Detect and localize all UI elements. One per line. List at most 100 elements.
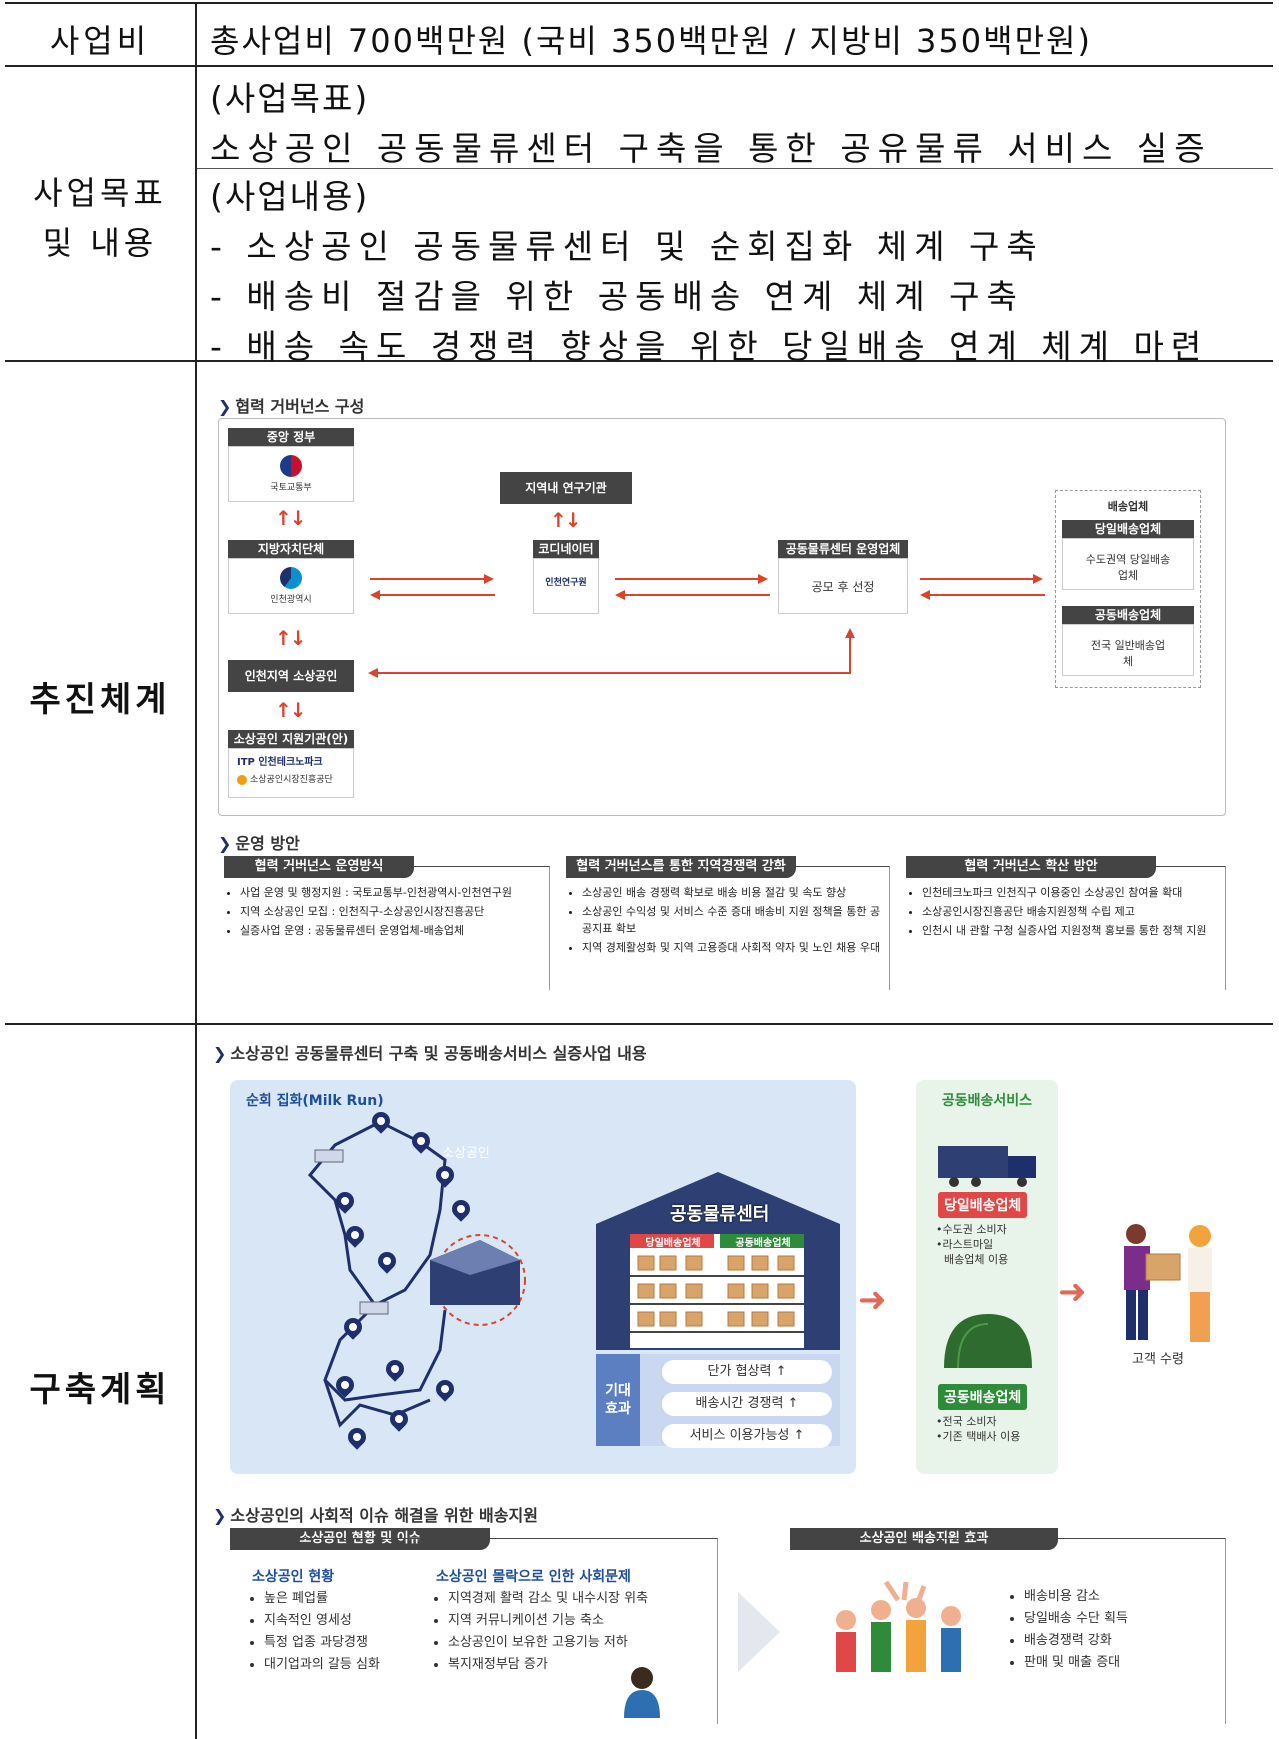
- op-col2-item: 소상공인 수익성 및 서비스 수준 증대 배송비 지원 정책을 통한 공공지표 …: [582, 903, 886, 937]
- budget-text: 총사업비 700백만원 (국비 350백만원 / 지방비 350백만원): [210, 22, 1092, 60]
- flow-arrow-icon: ➜: [858, 1280, 887, 1320]
- support-effect-item: 당일배송 수단 획득: [1024, 1608, 1210, 1630]
- arrow-left-line: [930, 594, 1045, 596]
- coordinator-box: 인천연구원: [533, 558, 599, 614]
- op-col2-list: 소상공인 배송 경쟁력 확보로 배송 비용 절감 및 속도 향상 소상공인 수익…: [568, 884, 886, 958]
- local-gov-title: 지방자치단체: [228, 540, 354, 558]
- content-item-2: - 배송비 절감을 위한 공동배송 연계 체계 구축: [210, 277, 1024, 316]
- op-col2-item: 지역 경제활성화 및 지역 고용증대 사회적 약자 및 노인 채용 우대: [582, 939, 886, 956]
- op-col3-frame: [906, 866, 1226, 990]
- center-joint-label: 공동배송업체: [735, 1238, 791, 1249]
- arrow-right-icon: [758, 574, 768, 584]
- arrow-left-icon: [370, 590, 380, 600]
- customer-label: 고객 수령: [1132, 1352, 1184, 1367]
- row-divider: [5, 360, 1273, 362]
- customer-illustration: [1124, 1224, 1212, 1342]
- op-col1-list: 사업 운영 및 행정지원 : 국토교통부-인천광역시-인천연구원 지역 소상공인…: [226, 884, 546, 941]
- row-divider: [5, 65, 1273, 67]
- worried-person-icon: [624, 1667, 660, 1718]
- itp-logo-text: ITP 인천테크노파크: [237, 757, 323, 768]
- support-org-box: ITP 인천테크노파크 소상공인시장진흥공단: [228, 748, 354, 798]
- elbow-arrow-vertical: [849, 636, 851, 674]
- incheon-logo-icon: [280, 567, 302, 589]
- support-heading: ❯소상공인의 사회적 이슈 해결을 위한 배송지원: [213, 1506, 538, 1525]
- warehouse-graphic: [596, 1172, 840, 1350]
- center-sameday-label: 당일배송업체: [645, 1238, 701, 1249]
- arrow-right-icon: [484, 574, 494, 584]
- operator-box: 공모 후 선정: [778, 558, 908, 614]
- sameday-note: 배송업체 이용: [944, 1253, 1009, 1266]
- ministry-logo-text: 국토교통부: [270, 483, 312, 493]
- coordinator-title: 코디네이터: [533, 540, 599, 558]
- label-goal-2: 및 내용: [42, 224, 158, 262]
- elbow-arrow-horizontal: [378, 672, 851, 674]
- arrow-right-line: [370, 578, 485, 580]
- table-top-border: [5, 2, 1273, 4]
- chevron-right-icon: ❯: [218, 397, 232, 416]
- central-gov-title: 중앙 정부: [228, 428, 354, 446]
- effect-pill: 단가 협상력 ↑: [662, 1360, 832, 1384]
- status-item: 대기업과의 갈등 심화: [264, 1654, 410, 1676]
- status-title: 소상공인 현황: [252, 1569, 335, 1585]
- arrow-left-icon: [920, 590, 930, 600]
- row-divider: [5, 1023, 1273, 1025]
- op-col2-item: 소상공인 배송 경쟁력 확보로 배송 비용 절감 및 속도 향상: [582, 884, 886, 901]
- ministry-logo-icon: [280, 455, 302, 477]
- sameday-note: •라스트마일: [936, 1238, 994, 1251]
- label-goal-1: 사업목표: [33, 174, 167, 212]
- updown-arrow-icon: ↑↓: [275, 506, 306, 530]
- issue-item: 지역 커뮤니케이션 기능 축소: [448, 1610, 724, 1632]
- sameday-title: 당일배송업체: [1062, 520, 1194, 538]
- op-col1-item: 지역 소상공인 모집 : 인천직구-소상공인시장진흥공단: [240, 903, 546, 920]
- center-title: 공동물류센터: [670, 1204, 770, 1225]
- chevron-right-icon: ❯: [213, 1044, 227, 1063]
- research-title: 지역내 연구기관: [500, 472, 632, 504]
- inner-divider: [197, 168, 1273, 169]
- arrow-right-line: [615, 578, 760, 580]
- research-logo-text: 인천연구원: [545, 578, 587, 588]
- joint-note: •기존 택배사 이용: [936, 1430, 1021, 1443]
- op-col3-list: 인천테크노파크 인천직구 이용중인 소상공인 참여율 확대 소상공인시장진흥공단…: [908, 884, 1222, 941]
- governance-heading: ❯협력 거버넌스 구성: [218, 397, 365, 416]
- support-left-frame: [230, 1538, 718, 1724]
- truck-icon: [938, 1146, 1036, 1187]
- sbiz-logo-icon: [237, 774, 247, 785]
- incheon-logo-text: 인천광역시: [270, 595, 312, 605]
- chevron-right-icon: [738, 1592, 780, 1672]
- sameday-box: 수도권역 당일배송업체: [1062, 538, 1194, 590]
- support-right-frame: [790, 1538, 1226, 1724]
- label-structure: 추진체계: [29, 680, 171, 720]
- issue-item: 지역경제 활력 감소 및 내수시장 위축: [448, 1588, 724, 1610]
- arrow-right-line: [920, 578, 1035, 580]
- label-budget: 사업비: [49, 22, 151, 60]
- content-heading: (사업내용): [210, 177, 370, 216]
- sbiz-logo-row: 소상공인시장진흥공단: [237, 772, 353, 785]
- updown-arrow-icon: ↑↓: [275, 626, 306, 650]
- support-org-title: 소상공인 지원기관(안): [228, 730, 354, 748]
- issue-item: 소상공인이 보유한 고용기능 저하: [448, 1632, 724, 1654]
- sameday-badge: 당일배송업체: [938, 1192, 1028, 1218]
- joint-box: 전국 일반배송업체: [1062, 624, 1194, 676]
- arrow-left-line: [380, 594, 495, 596]
- op-col1-item: 실증사업 운영 : 공동물류센터 운영업체-배송업체: [240, 922, 546, 939]
- label-plan: 구축계획: [29, 1370, 171, 1410]
- effect-pill: 배송시간 경쟁력 ↑: [662, 1392, 832, 1416]
- operator-title: 공동물류센터 운영업체: [778, 540, 908, 558]
- support-left-title: 소상공인 현황 및 이슈: [230, 1528, 490, 1550]
- milkrun-route-graphic: 소상공인: [307, 1120, 526, 1428]
- content-item-3: - 배송 속도 경쟁력 향상을 위한 당일배송 연계 체계 마련: [210, 327, 1209, 366]
- goal-text: 소상공인 공동물류센터 구축을 통한 공유물류 서비스 실증: [210, 129, 1212, 168]
- issue-title: 소상공인 몰락으로 인한 사회문제: [436, 1569, 631, 1585]
- content-item-1: - 소상공인 공동물류센터 및 순회집화 체계 구축: [210, 227, 1044, 266]
- central-gov-box: 국토교통부: [228, 446, 354, 502]
- status-list: 높은 폐업률 지속적인 영세성 특정 업종 과당경쟁 대기업과의 갈등 심화: [250, 1588, 410, 1676]
- op-col1-item: 사업 운영 및 행정지원 : 국토교통부-인천광역시-인천연구원: [240, 884, 546, 901]
- sameday-note: •수도권 소비자: [936, 1223, 1007, 1236]
- effect-pill: 서비스 이용가능성 ↑: [662, 1424, 832, 1448]
- milkrun-title: 순회 집화(Milk Run): [246, 1093, 384, 1109]
- status-item: 특정 업종 과당경쟁: [264, 1632, 410, 1654]
- local-biz-title: 인천지역 소상공인: [228, 660, 354, 692]
- arrow-right-icon: [1033, 574, 1043, 584]
